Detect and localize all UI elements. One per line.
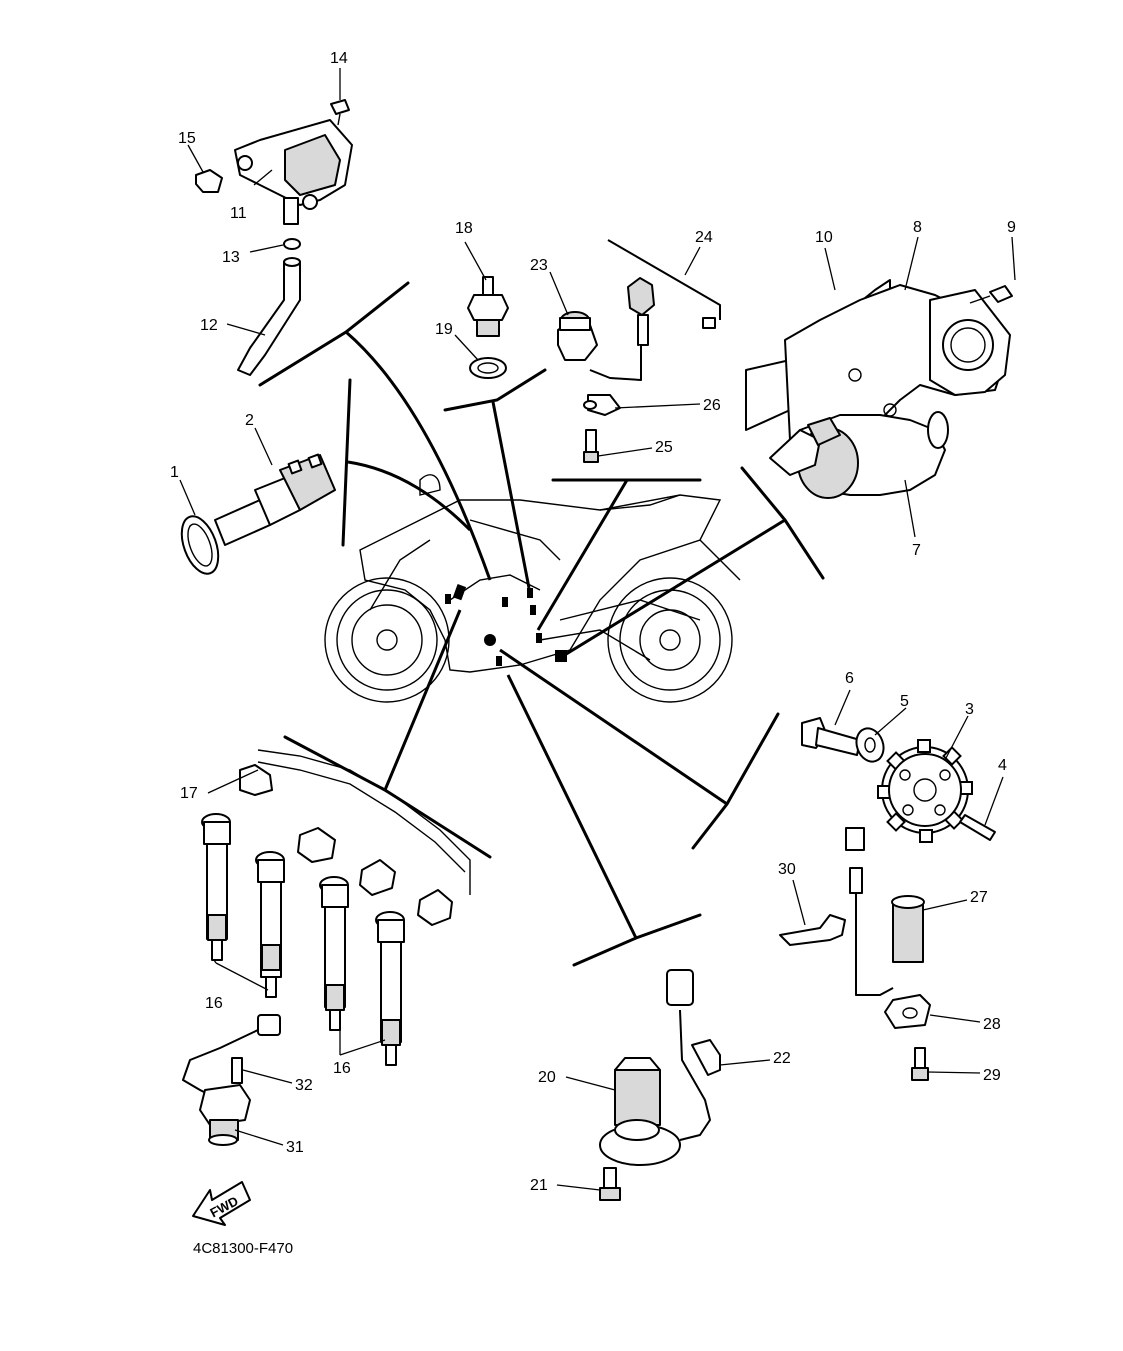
callout-25: 25 <box>655 439 673 456</box>
group-pointers <box>258 281 825 967</box>
callout-13: 13 <box>222 249 240 266</box>
callout-10: 10 <box>815 229 833 246</box>
callout-1: 1 <box>170 464 179 481</box>
callout-16-right: 16 <box>333 1060 351 1077</box>
callout-3: 3 <box>965 701 974 718</box>
callout-5: 5 <box>900 693 909 710</box>
callout-26: 26 <box>703 397 721 414</box>
callout-29: 29 <box>983 1067 1001 1084</box>
coolant-temperature-sensor <box>180 453 336 575</box>
oil-pressure-switch <box>467 276 509 379</box>
callout-2: 2 <box>245 412 254 429</box>
motorcycle-illustration <box>324 474 741 703</box>
diagram-code: 4C81300-F470 <box>193 1240 293 1257</box>
fwd-arrow-icon: FWD <box>192 1181 251 1226</box>
callout-14: 14 <box>330 50 348 67</box>
callout-8: 8 <box>913 219 922 236</box>
crankshaft-position-sensor <box>779 827 931 1081</box>
callout-9: 9 <box>1007 219 1016 236</box>
callout-11: 11 <box>230 205 247 222</box>
callout-21: 21 <box>530 1177 548 1194</box>
callout-19: 19 <box>435 321 453 338</box>
callout-7: 7 <box>912 542 921 559</box>
callout-12: 12 <box>200 317 218 334</box>
leader-lines <box>179 68 1016 1191</box>
throttle-position-sensor-group <box>195 99 353 376</box>
timing-rotor-assembly <box>801 717 996 843</box>
callout-28: 28 <box>983 1016 1001 1033</box>
servo-motor-cover-assembly <box>745 279 1013 499</box>
callout-20: 20 <box>538 1069 556 1086</box>
callout-32: 32 <box>295 1077 313 1094</box>
callout-18: 18 <box>455 220 473 237</box>
neutral-switch-assembly <box>557 239 721 463</box>
callout-16-left: 16 <box>205 995 223 1012</box>
callout-4: 4 <box>998 757 1007 774</box>
callout-31: 31 <box>286 1139 304 1156</box>
callout-6: 6 <box>845 670 854 687</box>
callout-17: 17 <box>180 785 198 802</box>
callout-27: 27 <box>970 889 988 906</box>
oxygen-sensor <box>182 1014 281 1146</box>
speed-sensor-assembly <box>599 969 721 1201</box>
callout-24: 24 <box>695 229 713 246</box>
callout-15: 15 <box>178 130 196 147</box>
callout-numbers: 1 2 3 4 5 6 7 8 9 10 11 12 13 14 15 16 1… <box>170 50 1016 1194</box>
ignition-coil-set <box>201 749 471 1066</box>
callout-30: 30 <box>778 861 796 878</box>
callout-22: 22 <box>773 1050 791 1067</box>
callout-23: 23 <box>530 257 548 274</box>
